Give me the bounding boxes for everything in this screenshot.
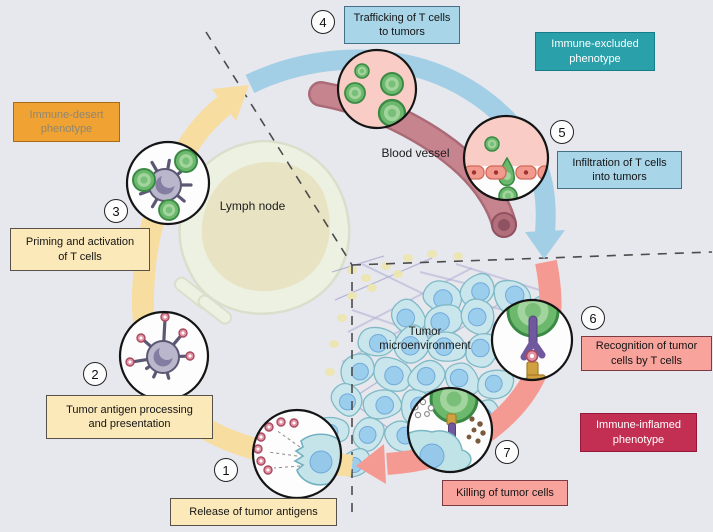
step-4-label-line1: Trafficking of T cells: [353, 11, 451, 24]
immune-inflamed-line1: Immune-inflamed: [596, 419, 681, 432]
tumor-microenvironment-label: Tumor microenvironment: [355, 326, 495, 354]
immune-inflamed-line2: phenotype: [612, 433, 665, 446]
step-5-label-line1: Infiltration of T cells: [572, 156, 667, 169]
tumor-microenvironment-line1: Tumor: [408, 326, 442, 338]
immune-inflamed-phenotype-box: Immune-inflamed phenotype: [580, 413, 697, 452]
step-1-label-line1: Release of tumor antigens: [189, 505, 318, 518]
step-3-label-box: Priming and activation of T cells: [10, 228, 150, 271]
tumor-microenvironment-line2: microenvironment: [379, 339, 471, 352]
step-5-label-box: Infiltration of T cells into tumors: [557, 151, 682, 189]
immune-desert-line2: phenotype: [40, 123, 93, 135]
lymph-node-label: Lymph node: [219, 199, 286, 213]
step-6-label-line1: Recognition of tumor: [595, 340, 698, 353]
step-6-number-badge: 6: [581, 306, 605, 330]
step-1-label-box: Release of tumor antigens: [170, 498, 337, 526]
step-2-circle: [118, 310, 210, 402]
step-1-circle: [251, 408, 343, 500]
cycle-arc-blue: [245, 49, 565, 259]
step-6-label-line2: cells by T cells: [610, 354, 683, 367]
step-5-number-badge: 5: [550, 120, 574, 144]
immune-desert-phenotype-box: Immune-desert phenotype: [13, 102, 120, 142]
step-3-circle: [125, 140, 211, 226]
step-6-label-box: Recognition of tumor cells by T cells: [581, 336, 712, 371]
step-3-label-line1: Priming and activation: [25, 236, 135, 249]
step-7-number-badge: 7: [495, 440, 519, 464]
step-4-label-box: Trafficking of T cells to tumors: [344, 6, 460, 44]
immune-desert-line1: Immune-desert: [29, 108, 104, 121]
blood-vessel-label: Blood vessel: [381, 146, 450, 160]
immune-excluded-line2: phenotype: [569, 52, 621, 65]
step-3-number-badge: 3: [104, 199, 128, 223]
step-2-label-box: Tumor antigen processing and presentatio…: [46, 395, 213, 439]
step-6-circle: [490, 298, 574, 382]
step-4-label-line2: to tumors: [379, 26, 425, 38]
step-7-label-line1: Killing of tumor cells: [456, 486, 554, 499]
step-5-label-line2: into tumors: [592, 171, 647, 183]
immune-excluded-phenotype-box: Immune-excluded phenotype: [535, 32, 655, 71]
step-4-circle: [336, 48, 418, 130]
immune-excluded-line1: Immune-excluded: [551, 38, 639, 51]
step-2-label-line1: Tumor antigen processing: [66, 403, 193, 416]
step-1-number-badge: 1: [214, 458, 238, 482]
lymph-node-shape: [173, 139, 351, 325]
step-7-label-box: Killing of tumor cells: [442, 480, 568, 506]
step-3-label-line2: of T cells: [58, 250, 102, 263]
step-4-number-badge: 4: [311, 10, 335, 34]
step-2-label-line2: and presentation: [88, 418, 171, 430]
step-2-number-badge: 2: [83, 362, 107, 386]
sector-divider-lines: [205, 31, 713, 516]
